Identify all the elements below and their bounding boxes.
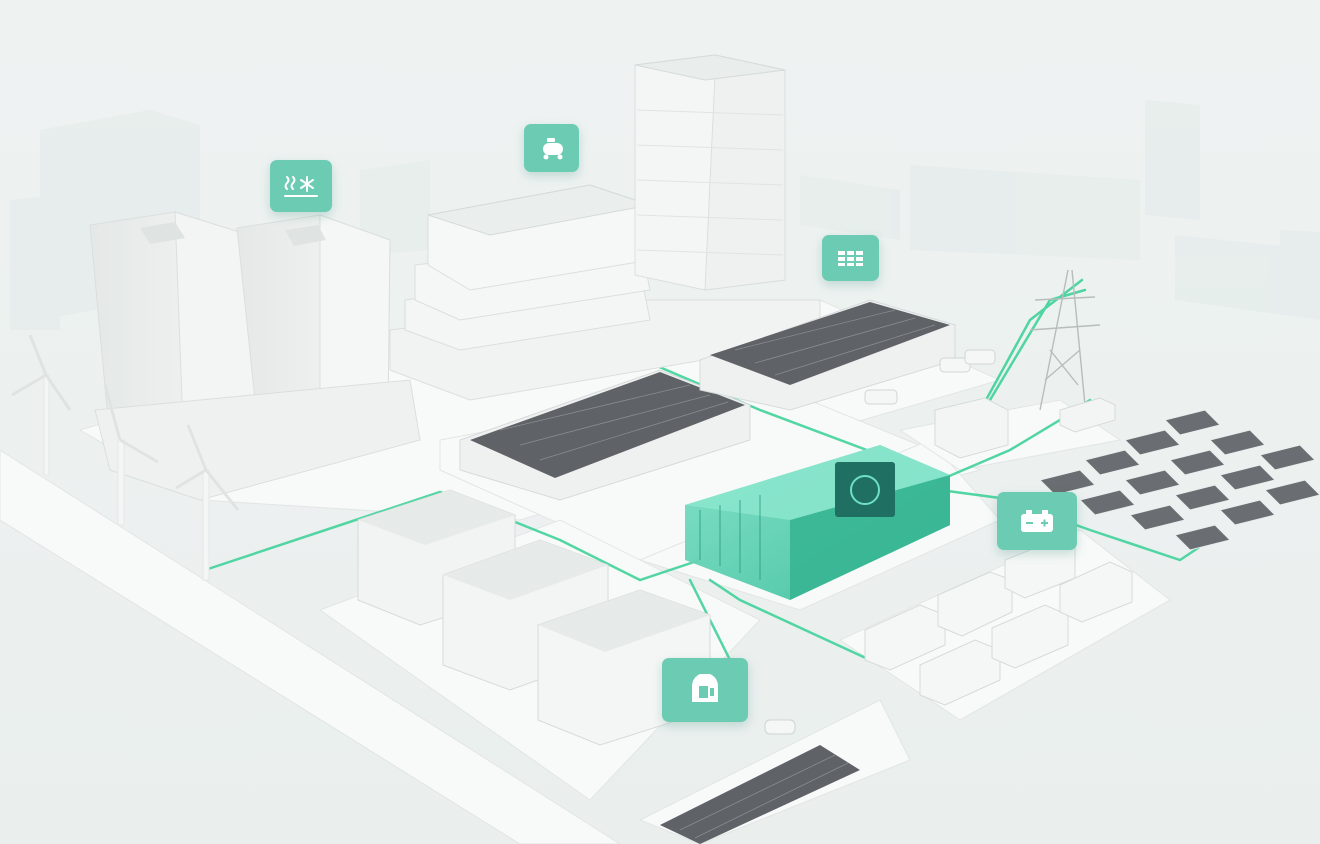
battery-icon	[1021, 510, 1053, 532]
tall-tower	[634, 54, 786, 291]
wind-turbines	[11, 334, 240, 581]
energy-hub-building	[685, 445, 950, 600]
heat-cool-icon	[284, 176, 318, 197]
transformer-station	[934, 397, 1116, 459]
battery-badge[interactable]	[997, 492, 1077, 550]
compressor-icon	[542, 138, 563, 160]
heat-cool-badge[interactable]	[270, 160, 332, 212]
transmission-tower	[1029, 269, 1101, 411]
solar-array-bottom	[660, 745, 860, 844]
compressor-badge[interactable]	[524, 124, 579, 172]
solar-field	[1039, 409, 1320, 551]
charging-station-icon	[692, 674, 718, 702]
warehouse-solar-center	[459, 369, 751, 501]
solar-panel-badge[interactable]	[822, 235, 879, 281]
office-towers-left	[89, 211, 421, 501]
vehicles	[764, 349, 996, 735]
solar-panel-icon	[837, 251, 863, 266]
charging-station-badge[interactable]	[662, 658, 748, 722]
battery-containers	[864, 539, 1133, 706]
